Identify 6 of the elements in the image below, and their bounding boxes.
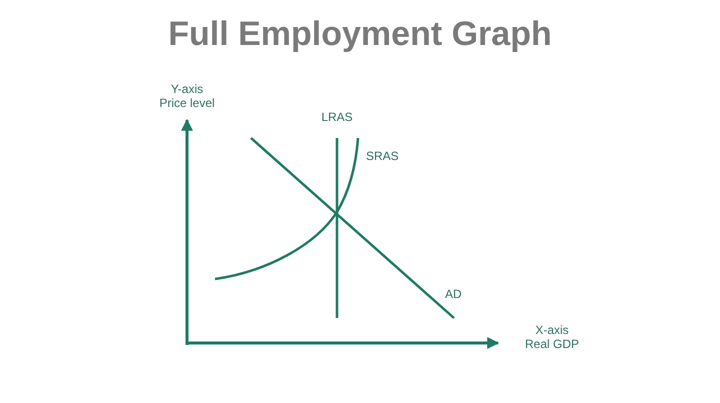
curve-label: LRAS — [320, 110, 354, 124]
curve-label: SRAS — [366, 149, 399, 163]
curve-label: AD — [445, 287, 462, 301]
axis-label: X-axis Real GDP — [524, 323, 580, 351]
axis-label: Y-axis Price level — [158, 82, 216, 110]
title: Full Employment Graph — [168, 15, 552, 53]
